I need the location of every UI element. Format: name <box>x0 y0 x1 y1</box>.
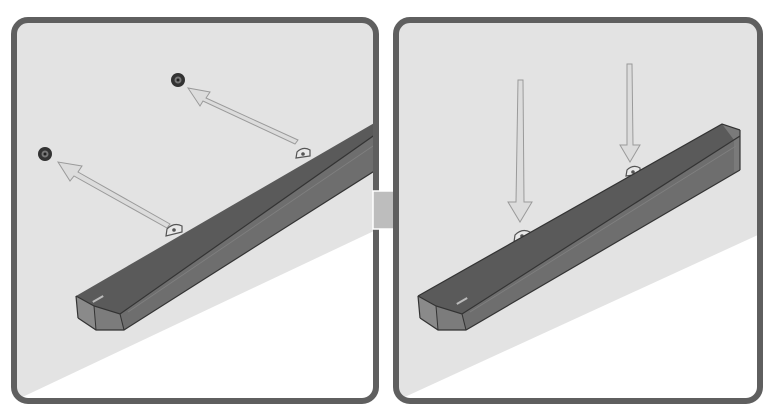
direction-arrow-icon <box>507 79 533 223</box>
floor-area <box>396 234 760 401</box>
soundbar-icon <box>417 123 741 331</box>
soundbar-icon <box>75 122 376 331</box>
panel-frame <box>393 17 763 404</box>
floor-area <box>14 230 376 401</box>
direction-arrow-icon <box>56 161 171 229</box>
direction-arrow-icon <box>619 63 641 163</box>
direction-arrow-icon <box>186 87 299 145</box>
wall-screw-icon <box>171 73 185 87</box>
panel-step-2 <box>393 17 763 404</box>
wall-screw-icon <box>38 147 52 161</box>
panel-step-1 <box>11 17 379 404</box>
bracket-icon <box>165 223 183 237</box>
bracket-icon <box>295 147 311 159</box>
